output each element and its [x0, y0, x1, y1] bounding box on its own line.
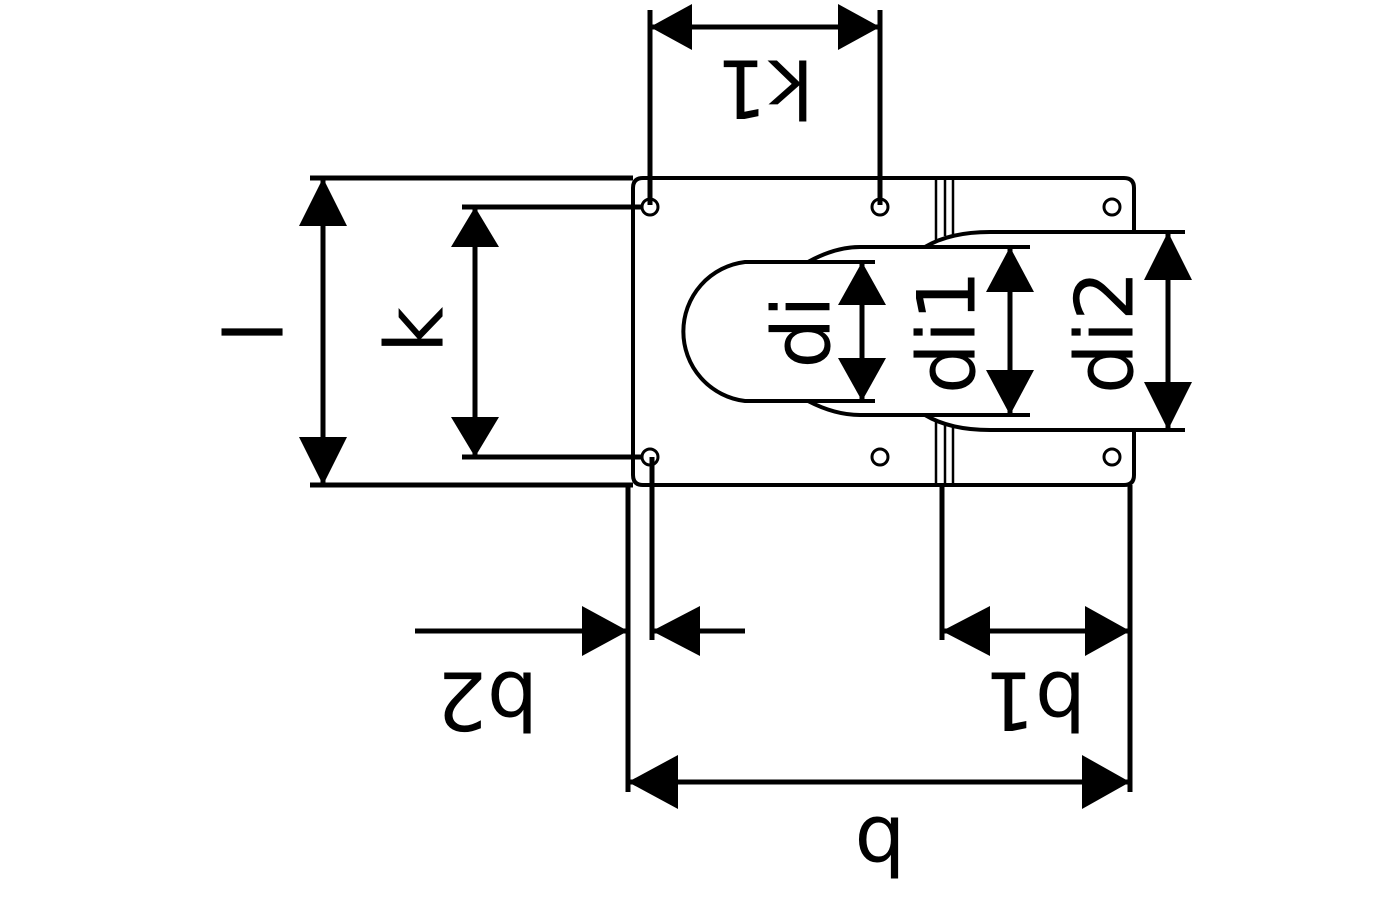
label-k1: k1	[716, 42, 813, 135]
dimension-b1: b1	[939, 485, 1133, 792]
hole-bottom-right	[1102, 447, 1122, 467]
hole-top-right	[1102, 197, 1122, 217]
dimension-k: k	[369, 204, 642, 460]
label-di: di	[756, 295, 849, 368]
mounting-holes	[640, 197, 1122, 467]
dimension-b2: b2	[415, 457, 745, 792]
dimension-di1: di1	[901, 247, 1034, 415]
label-b2: b2	[436, 654, 538, 747]
label-di2: di2	[1059, 270, 1152, 394]
label-b: b	[855, 799, 906, 892]
dimension-b: b	[628, 755, 1130, 892]
label-b1: b1	[984, 654, 1086, 747]
label-l: l	[209, 321, 302, 343]
base-plate	[631, 176, 1136, 487]
label-k: k	[369, 306, 462, 353]
dimension-di2: di2	[1059, 232, 1192, 430]
pipe-slot	[681, 230, 1185, 432]
dimension-l: l	[209, 175, 633, 488]
hole-bottom-middle	[870, 447, 890, 467]
dimension-di: di	[756, 262, 886, 401]
dimension-k1: k1	[647, 4, 883, 205]
label-di1: di1	[901, 270, 994, 394]
